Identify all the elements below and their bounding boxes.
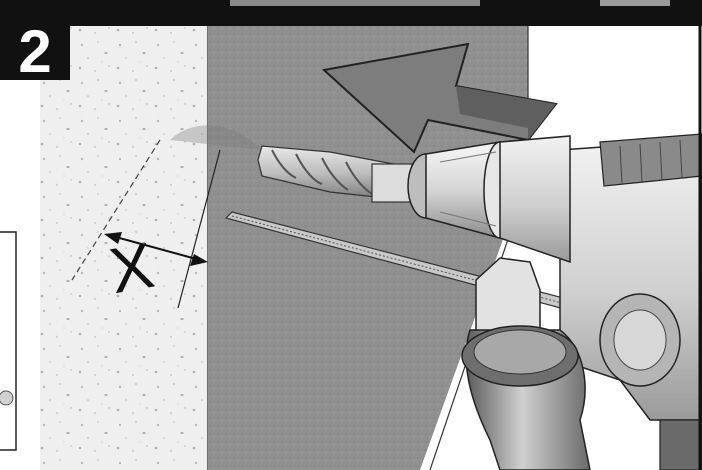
arrow-shadow <box>456 86 556 140</box>
wall-surface-guide <box>177 149 221 309</box>
distance-label: X <box>104 228 159 308</box>
hole-axis-dashed <box>71 139 161 281</box>
drill-dust <box>170 125 262 150</box>
step-number: 2 <box>18 18 52 85</box>
previous-panel-screw-icon <box>0 390 14 406</box>
depth-dimension-arrow <box>104 232 208 266</box>
top-frame-gap-right <box>600 0 670 6</box>
hammer-drill-icon <box>407 133 702 470</box>
previous-panel-edge <box>0 231 17 451</box>
drill-bit-icon <box>257 145 413 203</box>
concrete-wall-section <box>40 26 208 470</box>
step-badge <box>0 26 70 80</box>
top-frame-gap <box>230 0 480 6</box>
